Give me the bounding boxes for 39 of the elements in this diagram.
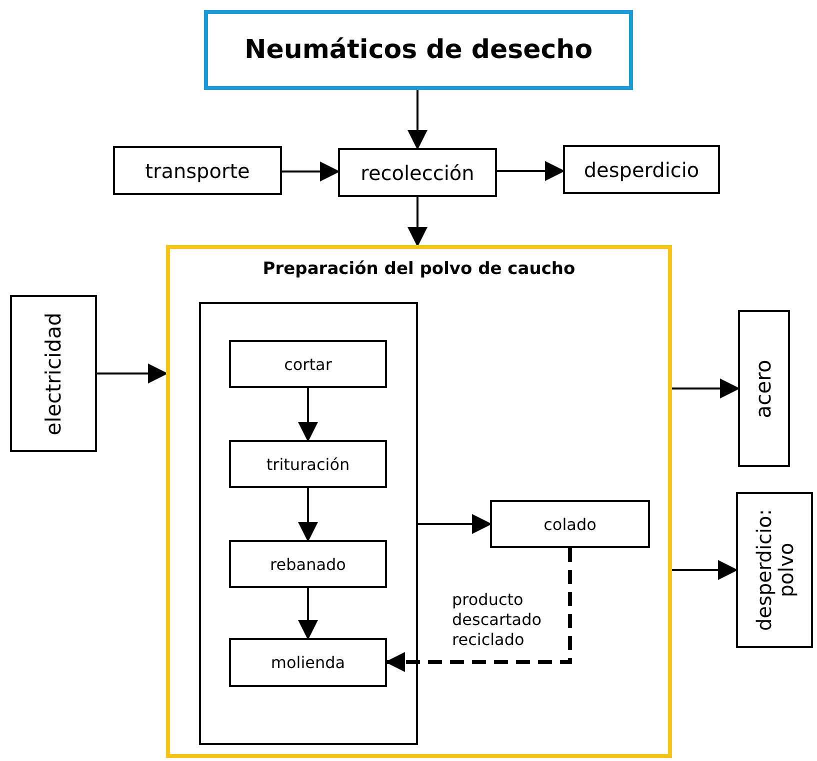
node-label: trituración (266, 454, 350, 474)
node-label: cortar (284, 354, 332, 374)
output-box (738, 310, 790, 467)
node-label: electricidad (42, 311, 66, 437)
arrow (672, 378, 740, 398)
arrow (408, 90, 428, 150)
node-label: desperdicio: polvo (752, 508, 796, 634)
arrow (97, 364, 168, 384)
node-label: transporte (145, 158, 250, 182)
step-group (199, 302, 418, 745)
arrow (408, 197, 428, 247)
dashed-arrow (385, 548, 572, 672)
process-box (229, 440, 387, 488)
node-label: desperdicio (584, 158, 700, 182)
process-group (166, 245, 672, 758)
arrow (298, 488, 318, 542)
arrow (672, 560, 738, 580)
arrow (418, 514, 492, 534)
arrow (298, 588, 318, 640)
arrow (298, 388, 318, 442)
process-box (113, 146, 282, 195)
node-label: Neumáticos de desecho (244, 35, 593, 65)
process-box (229, 638, 387, 687)
process-box (490, 500, 650, 548)
node-label: rebanado (270, 554, 346, 574)
title-box (204, 10, 633, 90)
process-box (563, 145, 720, 194)
arrow (282, 162, 340, 182)
process-box (229, 540, 387, 588)
node-label: acero (752, 358, 776, 420)
node-label: molienda (270, 653, 346, 672)
arrow (497, 161, 565, 181)
process-box (338, 148, 497, 197)
process-box (229, 340, 387, 388)
input-box (10, 295, 97, 452)
node-label: colado (544, 514, 596, 534)
group-title: Preparación del polvo de caucho (262, 259, 576, 279)
node-label: recolección (360, 160, 474, 184)
output-box (736, 492, 813, 648)
